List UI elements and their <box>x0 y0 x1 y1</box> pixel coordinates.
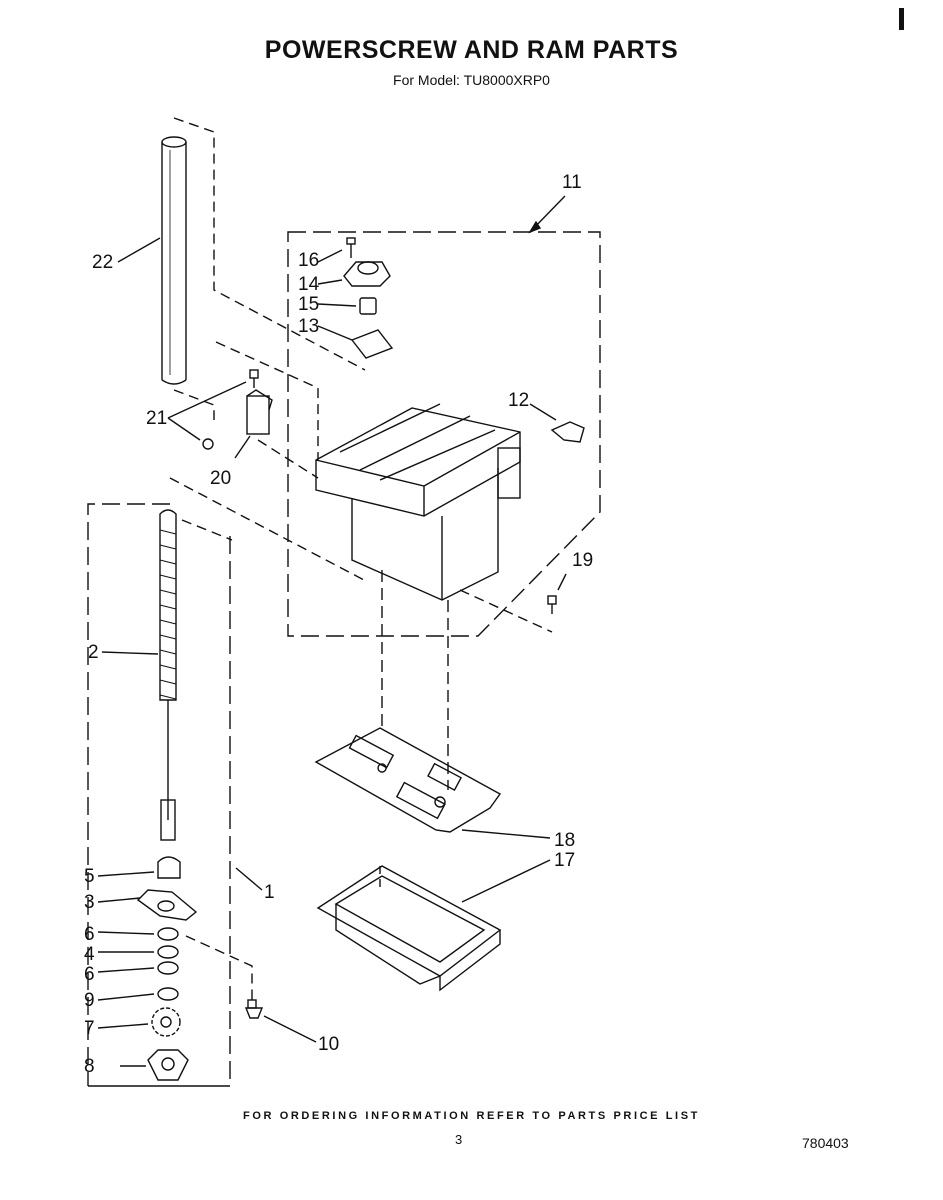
part-6-washer-upper <box>157 927 179 941</box>
part-3-flange <box>136 889 198 921</box>
ram-housing <box>315 403 521 601</box>
part-22-tube <box>161 136 187 385</box>
label-8: 8 <box>84 1056 95 1077</box>
label-13: 13 <box>298 316 319 337</box>
part-9-ring <box>157 987 179 1001</box>
part-15-nut <box>359 297 377 315</box>
part-13-plate <box>350 329 394 359</box>
label-19: 19 <box>572 550 593 571</box>
label-9: 9 <box>84 990 95 1011</box>
label-20: 20 <box>210 468 231 489</box>
part-1-group-outline <box>87 503 170 1086</box>
part-11-group-outline <box>287 231 601 637</box>
page-number: 3 <box>455 1132 463 1147</box>
page-title: POWERSCREW AND RAM PARTS <box>264 36 679 64</box>
label-10: 10 <box>318 1034 339 1055</box>
label-6b: 6 <box>84 964 95 985</box>
part-21-screw <box>202 369 259 450</box>
part-20-bracket <box>246 389 273 435</box>
part-12-clip <box>550 421 585 443</box>
label-21: 21 <box>146 408 167 429</box>
model-subtitle: For Model: TU8000XRP0 <box>393 72 550 88</box>
part-16-screw <box>346 237 356 258</box>
label-7: 7 <box>84 1018 95 1039</box>
part-4-washer <box>157 945 179 959</box>
label-1: 1 <box>264 882 275 903</box>
corner-mark <box>899 8 904 30</box>
label-17: 17 <box>554 850 575 871</box>
label-12: 12 <box>508 390 529 411</box>
part-10-screw <box>244 999 264 1019</box>
label-22: 22 <box>92 252 113 273</box>
label-2: 2 <box>88 642 99 663</box>
part-8-nut <box>147 1049 189 1081</box>
part-5-bushing <box>157 856 181 879</box>
part-18-gasket <box>314 727 502 833</box>
part-6-washer-lower <box>157 961 179 975</box>
label-11: 11 <box>562 172 582 193</box>
label-3: 3 <box>84 892 95 913</box>
part-7-sprocket <box>151 1007 181 1037</box>
part-2-powerscrew <box>159 509 177 841</box>
label-14: 14 <box>298 274 320 295</box>
part-19-screw <box>547 595 557 614</box>
label-18: 18 <box>554 830 575 851</box>
label-16: 16 <box>298 250 319 271</box>
ordering-note: FOR ORDERING INFORMATION REFER TO PARTS … <box>243 1110 700 1122</box>
part-14-bracket <box>343 261 391 287</box>
document-number: 780403 <box>802 1135 849 1151</box>
part-17-ram-pan <box>316 865 502 992</box>
label-5: 5 <box>84 866 95 887</box>
label-15: 15 <box>298 294 319 315</box>
label-4: 4 <box>84 944 95 965</box>
label-6a: 6 <box>84 924 95 945</box>
